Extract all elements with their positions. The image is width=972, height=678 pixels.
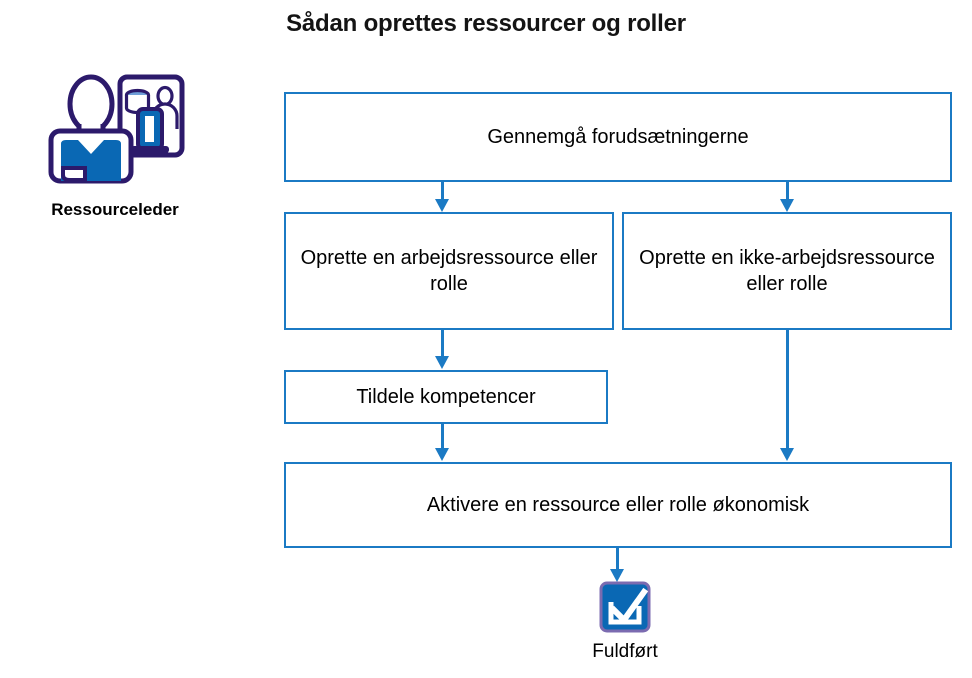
flow-node-assign-skills[interactable]: Tildele kompetencer	[284, 370, 608, 424]
arrow-head-down-icon	[435, 448, 449, 461]
persona-resource-manager: Ressourceleder	[20, 72, 210, 220]
arrow-shaft	[786, 330, 789, 449]
flow-node-create-work-resource[interactable]: Oprette en arbejdsressource eller rolle	[284, 212, 614, 330]
checkbox-checked-icon	[599, 581, 651, 633]
persona-label: Ressourceleder	[51, 200, 179, 219]
flow-node-create-nonwork-resource[interactable]: Oprette en ikke-arbejdsressource eller r…	[622, 212, 952, 330]
flow-node-review-prerequisites[interactable]: Gennemgå forudsætningerne	[284, 92, 952, 182]
flow-terminator-done: Fuldført	[565, 580, 685, 663]
arrow-head-down-icon	[435, 356, 449, 369]
arrow-shaft	[441, 182, 444, 200]
resource-manager-person-icon	[48, 74, 185, 184]
arrow-head-down-icon	[610, 569, 624, 582]
arrow-head-down-icon	[780, 448, 794, 461]
arrow-head-down-icon	[780, 199, 794, 212]
page-title: Sådan oprettes ressourcer og roller	[286, 10, 686, 37]
arrow-shaft	[786, 182, 789, 200]
flow-node-activate-resource-financially[interactable]: Aktivere en ressource eller rolle økonom…	[284, 462, 952, 548]
arrow-shaft	[441, 330, 444, 357]
arrow-shaft	[441, 424, 444, 449]
arrow-shaft	[616, 548, 619, 570]
flow-terminator-label: Fuldført	[592, 641, 658, 662]
arrow-head-down-icon	[435, 199, 449, 212]
